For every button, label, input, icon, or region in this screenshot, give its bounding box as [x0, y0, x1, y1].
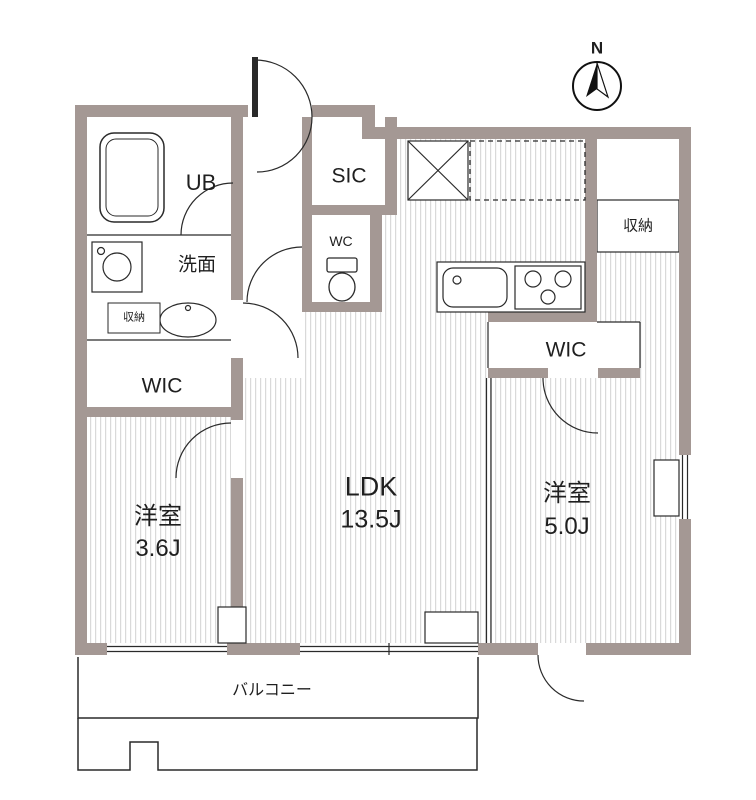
wall-top-right	[362, 127, 691, 139]
walls	[75, 105, 691, 655]
entry-door-arc	[254, 59, 313, 118]
label-storage-left: 収納	[123, 311, 145, 324]
balcony-side-door-arc	[537, 654, 585, 702]
label-room-left-name: 洋室	[134, 503, 182, 530]
storage-right-box	[596, 199, 680, 253]
partition-lines	[87, 234, 641, 643]
pipe-space-icon	[407, 140, 469, 201]
label-balcony: バルコニー	[232, 682, 312, 699]
wall-kitchen-bottom	[488, 312, 597, 322]
room-left-door-arc	[175, 422, 232, 479]
room-left-door-opening	[231, 420, 243, 478]
label-ldk-name: LDK	[344, 471, 398, 502]
wall-kitchen-right	[585, 139, 597, 322]
label-wic-left: WIC	[141, 374, 183, 398]
label-ldk-size: 13.5J	[340, 505, 402, 534]
balcony-side-door-opening	[538, 643, 586, 655]
washing-machine-icon	[91, 241, 143, 293]
balcony-outline	[77, 657, 479, 771]
door-swing-arcs	[175, 57, 599, 702]
toilet-icon	[326, 257, 358, 302]
room-left-floor	[87, 417, 231, 643]
balcony-border	[77, 657, 479, 719]
entry-door-opening	[248, 105, 312, 117]
wall-right	[679, 127, 691, 655]
fixtures	[91, 132, 680, 644]
room-right-door-arc	[542, 377, 599, 434]
label-wic-right: WIC	[545, 338, 587, 362]
vanity-basin-icon	[159, 302, 217, 338]
pillar-bottom-left	[217, 606, 247, 644]
pillar-right-wall	[653, 459, 680, 517]
wall-wc-bottom	[302, 302, 382, 312]
pillar-bottom-center	[424, 611, 479, 644]
label-wc: WC	[329, 233, 353, 249]
wall-wic-right-bottom-b	[598, 368, 640, 378]
refrigerator-space	[469, 140, 586, 201]
room-right-floor-upper	[597, 252, 679, 322]
wic-left-floor	[87, 340, 231, 407]
exterior-step-outline	[77, 718, 478, 771]
label-room-right-size: 5.0J	[544, 513, 590, 540]
label-washroom: 洗面	[177, 254, 217, 276]
washroom-door-opening	[231, 300, 243, 358]
washroom-door-arc	[242, 302, 299, 359]
wall-wic-right-bottom-a	[488, 368, 548, 378]
genkan-inner-door-arc	[256, 116, 313, 173]
label-ub: UB	[185, 170, 217, 195]
wall-wic-left-bottom	[87, 407, 231, 417]
window-right-wall	[679, 455, 691, 519]
door-openings	[231, 105, 598, 655]
label-room-left-size: 3.6J	[135, 535, 181, 562]
compass-icon	[572, 61, 622, 111]
wall-left	[75, 105, 87, 655]
wc-door-arc	[246, 246, 303, 303]
label-storage-right: 収納	[622, 217, 654, 235]
wall-wc-right	[370, 215, 382, 312]
room-right-floor-arm	[640, 322, 679, 378]
room-right-floor	[488, 378, 679, 643]
kitchen-counter	[436, 261, 586, 313]
wall-sic-right	[385, 117, 397, 215]
bathtub-icon	[99, 132, 165, 223]
windows	[107, 455, 691, 655]
ldk-floor-main	[243, 378, 488, 643]
kitchen-sink-icon	[442, 267, 508, 308]
entry-door-leaf	[252, 57, 258, 117]
wall-mid-vertical	[231, 117, 243, 643]
window-bottom-left	[107, 643, 227, 655]
storage-left-box	[107, 302, 161, 334]
wall-sic-bottom	[302, 205, 397, 215]
bathroom-door-arc	[180, 182, 234, 236]
label-room-right-name: 洋室	[543, 480, 591, 507]
label-sic: SIC	[331, 164, 367, 188]
window-bottom-ldk	[300, 643, 478, 655]
wall-top-left	[75, 105, 375, 117]
stove-icon	[514, 265, 582, 310]
compass-north-label: N	[590, 38, 604, 58]
room-right-door-opening	[548, 368, 598, 378]
